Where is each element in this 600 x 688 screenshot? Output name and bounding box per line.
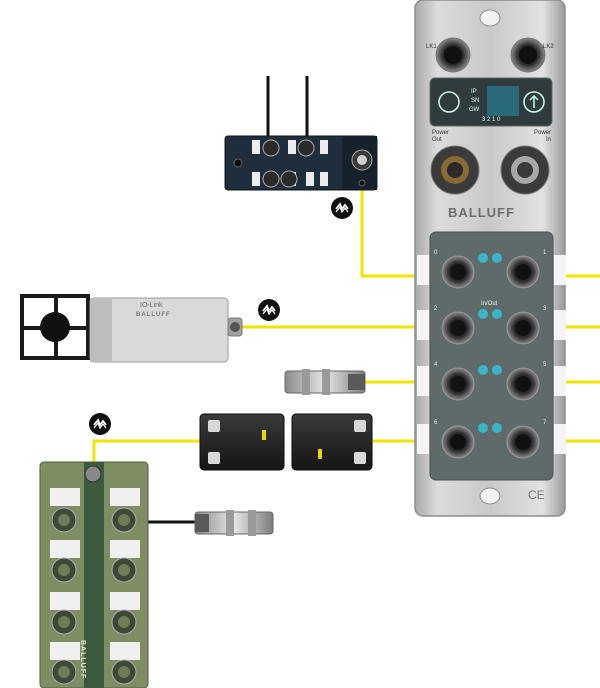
power-in-label: Power In: [534, 130, 552, 143]
io-link-icon: [258, 299, 280, 321]
port-label-lk1: LK1: [426, 44, 437, 50]
port-number-1: 1: [543, 250, 547, 256]
display-status: 3 2 1 0: [482, 117, 501, 123]
iolink-sensor-brand: IO-Link: [140, 302, 163, 309]
port-status-icons: [478, 253, 502, 433]
display-line-sn: SN: [471, 98, 480, 104]
io-link-master: [414, 0, 566, 517]
hub-small-ports: [262, 139, 315, 188]
io-hub-small: [224, 135, 378, 191]
proximity-sensor-bottom: [194, 510, 274, 536]
port-label-lk2: LK2: [543, 44, 554, 50]
port-number-3: 3: [543, 306, 547, 312]
hub-large-main-port: [84, 465, 102, 483]
cables: [92, 76, 600, 524]
master-ports: [441, 255, 540, 459]
hub-large-ports: [51, 507, 137, 685]
rfid-head-right: [291, 413, 373, 471]
display-line-ip: IP: [471, 89, 477, 95]
display-line-gw: GW: [469, 107, 480, 113]
rfid-devices: [199, 413, 373, 471]
master-brand-logo: BALLUFF: [448, 205, 515, 220]
io-link-icon: [89, 413, 111, 435]
iolink-sensor-maker: BALLUFF: [136, 312, 171, 318]
set-button-icon: [438, 91, 460, 113]
port-group-label: In/Out: [481, 301, 498, 307]
up-button-icon: [523, 91, 545, 113]
io-hub-large: [39, 461, 149, 688]
label-tabs: [417, 255, 566, 454]
ce-mark: CE: [528, 488, 545, 502]
io-link-icon: [331, 197, 353, 219]
hub-brand-logo: BALLUFF: [79, 640, 86, 680]
port-number-7: 7: [543, 420, 547, 426]
port-number-2: 2: [434, 306, 438, 312]
port-number-5: 5: [543, 362, 547, 368]
power-out-label: Power Out: [432, 130, 450, 143]
proximity-sensor: [284, 369, 366, 395]
yellow-cable-hub2: [92, 439, 200, 462]
lcd-screen: [487, 86, 519, 116]
port-number-6: 6: [434, 420, 438, 426]
port-number-4: 4: [434, 362, 438, 368]
io-link-sensor: [20, 294, 243, 363]
rfid-head-left: [199, 413, 285, 471]
port-panel: [429, 231, 554, 481]
yellow-cable-hub1: [360, 190, 420, 278]
port-number-0: 0: [434, 250, 438, 256]
